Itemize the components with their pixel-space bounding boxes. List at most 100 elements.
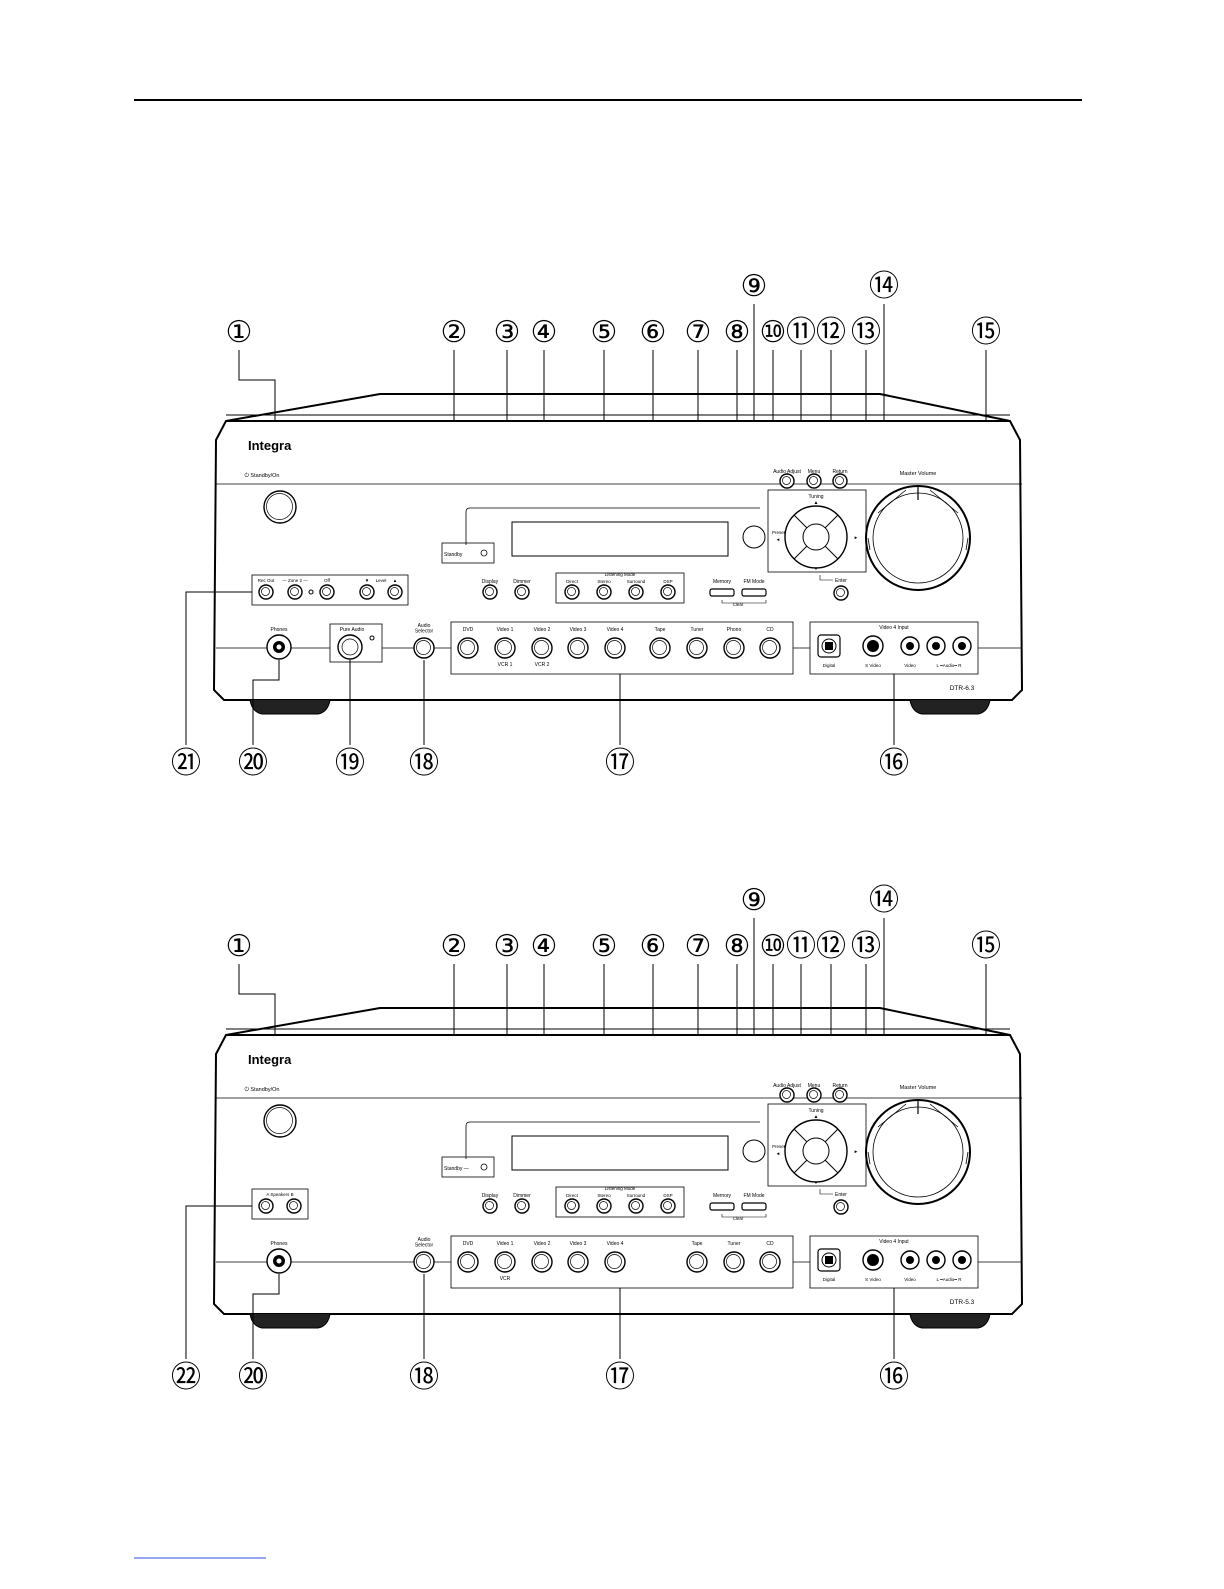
pure-audio-button[interactable] — [337, 634, 363, 660]
audio-selector-button-ring[interactable] — [413, 637, 435, 659]
input-button-video-4[interactable] — [604, 1251, 626, 1273]
return-button[interactable] — [832, 473, 848, 489]
memory-button[interactable] — [709, 1202, 735, 1211]
display-button[interactable] — [482, 1198, 498, 1214]
listening-mode-button-stereo-ring[interactable] — [596, 1198, 612, 1214]
input-button-dvd-ring[interactable] — [457, 637, 479, 659]
display-button[interactable] — [482, 584, 498, 600]
display-button-ring[interactable] — [482, 584, 498, 600]
input-button-tape-ring[interactable] — [686, 1251, 708, 1273]
input-button-tuner[interactable] — [686, 637, 708, 659]
enter-button[interactable] — [833, 585, 849, 601]
speakers-a-button[interactable] — [258, 1198, 274, 1214]
input-button-dvd[interactable] — [457, 1251, 479, 1273]
input-button-video-2-ring[interactable] — [531, 1251, 553, 1273]
return-button[interactable] — [832, 1087, 848, 1103]
input-button-video-3[interactable] — [567, 637, 589, 659]
input-button-tape-ring[interactable] — [649, 637, 671, 659]
enter-button-ring[interactable] — [833, 1199, 849, 1215]
standby-on-button-ring[interactable] — [263, 490, 297, 524]
input-button-tuner-ring[interactable] — [723, 1251, 745, 1273]
dimmer-button[interactable] — [514, 584, 530, 600]
master-volume-knob[interactable] — [865, 485, 971, 591]
menu-button-ring[interactable] — [806, 1087, 822, 1103]
listening-mode-button-direct[interactable] — [564, 584, 580, 600]
input-button-video-3-ring[interactable] — [567, 1251, 589, 1273]
listening-mode-button-dsp-ring[interactable] — [660, 1198, 676, 1214]
enter-button-ring[interactable] — [833, 585, 849, 601]
dimmer-button-ring[interactable] — [514, 1198, 530, 1214]
return-button-ring[interactable] — [832, 1087, 848, 1103]
display-button-ring[interactable] — [482, 1198, 498, 1214]
input-button-tuner[interactable] — [723, 1251, 745, 1273]
input-button-video-1[interactable] — [494, 1251, 516, 1273]
audio-selector-button[interactable] — [413, 1251, 435, 1273]
audio-adjust-button-ring[interactable] — [779, 473, 795, 489]
audio-adjust-button-ring[interactable] — [779, 1087, 795, 1103]
input-button-tuner-ring[interactable] — [686, 637, 708, 659]
input-button-video-4-ring[interactable] — [604, 1251, 626, 1273]
input-button-video-4[interactable] — [604, 637, 626, 659]
listening-mode-button-stereo[interactable] — [596, 584, 612, 600]
input-button-dvd[interactable] — [457, 637, 479, 659]
zone2-off-button-ring[interactable] — [319, 584, 335, 600]
menu-button[interactable] — [806, 1087, 822, 1103]
listening-mode-button-dsp[interactable] — [660, 1198, 676, 1214]
listening-mode-button-surround[interactable] — [628, 1198, 644, 1214]
input-button-cd-ring[interactable] — [759, 637, 781, 659]
listening-mode-button-stereo[interactable] — [596, 1198, 612, 1214]
level-up-button-ring[interactable] — [387, 584, 403, 600]
input-button-video-3-ring[interactable] — [567, 637, 589, 659]
zone2-off-button[interactable] — [319, 584, 335, 600]
fm-mode-button[interactable] — [741, 1202, 767, 1211]
level-down-button[interactable] — [359, 584, 375, 600]
level-up-button[interactable] — [387, 584, 403, 600]
input-button-video-4-ring[interactable] — [604, 637, 626, 659]
input-button-video-2-ring[interactable] — [531, 637, 553, 659]
return-button-ring[interactable] — [832, 473, 848, 489]
input-button-video-3[interactable] — [567, 1251, 589, 1273]
input-button-phono[interactable] — [723, 637, 745, 659]
rec-out-button[interactable] — [258, 584, 274, 600]
level-down-button-ring[interactable] — [359, 584, 375, 600]
input-button-video-2[interactable] — [531, 637, 553, 659]
listening-mode-button-stereo-ring[interactable] — [596, 584, 612, 600]
listening-mode-button-dsp[interactable] — [660, 584, 676, 600]
listening-mode-button-surround-ring[interactable] — [628, 584, 644, 600]
memory-button[interactable] — [709, 588, 735, 597]
audio-selector-button[interactable] — [413, 637, 435, 659]
dimmer-button-ring[interactable] — [514, 584, 530, 600]
listening-mode-button-direct-ring[interactable] — [564, 1198, 580, 1214]
listening-mode-button-surround-ring[interactable] — [628, 1198, 644, 1214]
listening-mode-button-surround[interactable] — [628, 584, 644, 600]
speakers-a-button-ring[interactable] — [258, 1198, 274, 1214]
speakers-b-button-ring[interactable] — [286, 1198, 302, 1214]
standby-on-button[interactable] — [263, 490, 297, 524]
listening-mode-button-direct-ring[interactable] — [564, 584, 580, 600]
master-volume-knob[interactable] — [865, 1099, 971, 1205]
listening-mode-button-direct[interactable] — [564, 1198, 580, 1214]
zone2-button[interactable] — [287, 584, 303, 600]
input-button-tape[interactable] — [686, 1251, 708, 1273]
zone2-button-ring[interactable] — [287, 584, 303, 600]
input-button-cd-ring[interactable] — [759, 1251, 781, 1273]
listening-mode-button-dsp-ring[interactable] — [660, 584, 676, 600]
enter-button[interactable] — [833, 1199, 849, 1215]
standby-on-button-ring[interactable] — [263, 1104, 297, 1138]
input-button-cd[interactable] — [759, 637, 781, 659]
input-button-video-2[interactable] — [531, 1251, 553, 1273]
speakers-b-button[interactable] — [286, 1198, 302, 1214]
audio-adjust-button[interactable] — [779, 473, 795, 489]
menu-button-ring[interactable] — [806, 473, 822, 489]
input-button-tape[interactable] — [649, 637, 671, 659]
menu-button[interactable] — [806, 473, 822, 489]
audio-selector-button-ring[interactable] — [413, 1251, 435, 1273]
cursor-pad-center[interactable] — [802, 523, 830, 551]
input-button-video-1-ring[interactable] — [494, 637, 516, 659]
input-button-cd[interactable] — [759, 1251, 781, 1273]
input-button-video-1-ring[interactable] — [494, 1251, 516, 1273]
input-button-dvd-ring[interactable] — [457, 1251, 479, 1273]
fm-mode-button[interactable] — [741, 588, 767, 597]
audio-adjust-button[interactable] — [779, 1087, 795, 1103]
input-button-phono-ring[interactable] — [723, 637, 745, 659]
